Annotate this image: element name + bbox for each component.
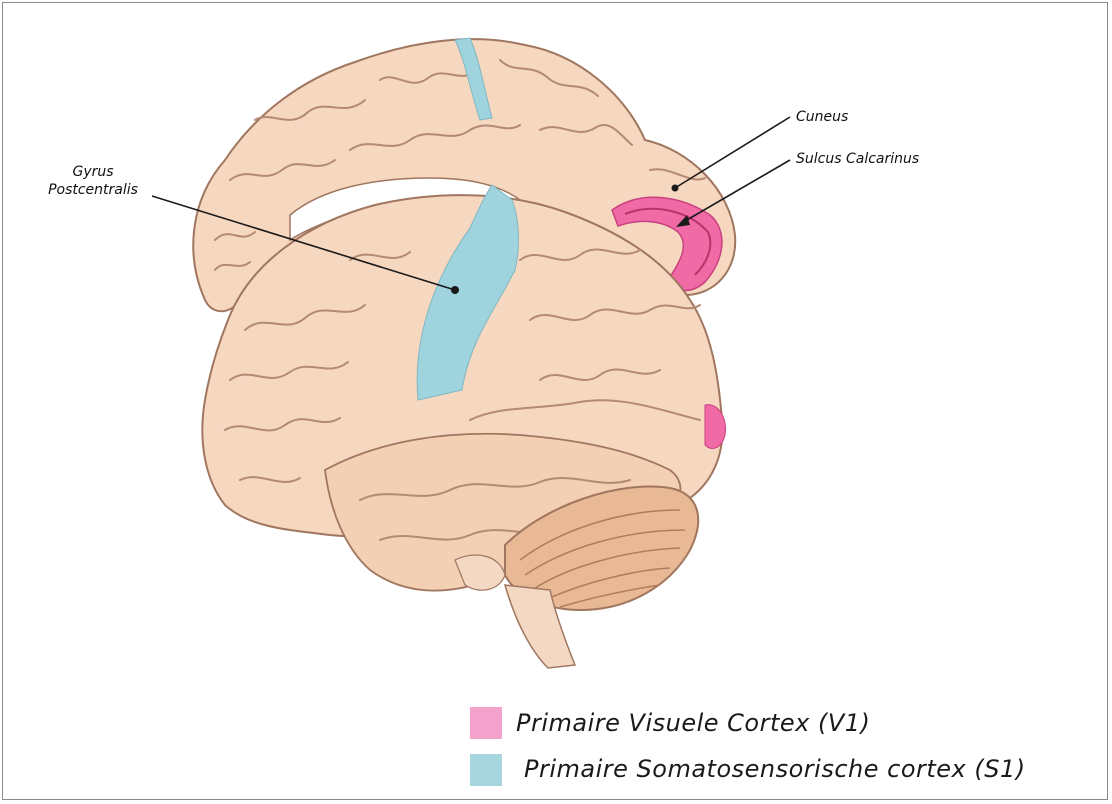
legend-swatch-s1	[470, 754, 502, 786]
gyrus-label-line2: Postcentralis	[38, 181, 148, 199]
cuneus-label: Cuneus	[796, 108, 848, 126]
cuneus-leader-dot	[672, 185, 679, 192]
cuneus-leader-line	[675, 117, 790, 188]
gyrus-leader-dot	[451, 286, 459, 294]
legend-label-s1: Primaire Somatosensorische cortex (S1)	[524, 755, 1026, 783]
gyrus-label-line1: Gyrus	[38, 163, 148, 181]
legend-swatch-v1	[470, 707, 502, 739]
legend-item-v1: Primaire Visuele Cortex (V1)	[470, 706, 1110, 746]
gyrus-postcentralis-label: Gyrus Postcentralis	[38, 163, 148, 199]
sulcus-calcarinus-label: Sulcus Calcarinus	[796, 150, 919, 168]
legend-item-s1: Primaire Somatosensorische cortex (S1)	[470, 752, 1110, 792]
legend-label-v1: Primaire Visuele Cortex (V1)	[516, 709, 870, 737]
